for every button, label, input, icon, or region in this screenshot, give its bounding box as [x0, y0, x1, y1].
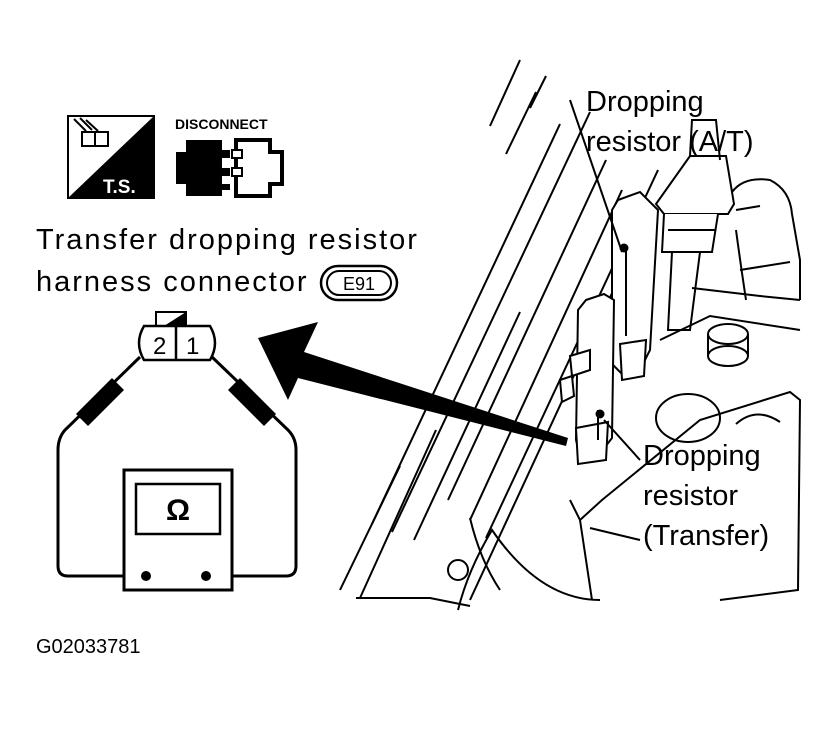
callout-transfer-line1: Dropping: [643, 440, 761, 472]
connector-disconnect-icon: DISCONNECT: [175, 116, 284, 198]
callout-at-line1: Dropping: [586, 86, 704, 118]
ohm-symbol: Ω: [166, 494, 190, 527]
component-drawing: [339, 59, 802, 611]
callout-at-line2: resistor (A/T): [586, 126, 754, 158]
test-leads: [56, 355, 298, 578]
pin-1: 1: [186, 333, 199, 360]
callout-transfer-line3: (Transfer): [643, 520, 769, 552]
connector-code: E91: [343, 274, 375, 294]
pointer-arrow: [258, 322, 568, 446]
terminal-test-icon: T.S.: [67, 115, 155, 199]
pin-2: 2: [153, 333, 166, 360]
disconnect-label: DISCONNECT: [175, 116, 268, 132]
connector-title-line2: harness connector: [36, 266, 309, 298]
probe-right: [228, 378, 276, 426]
ts-label: T.S.: [103, 177, 136, 198]
figure-id: G02033781: [36, 636, 141, 658]
callout-transfer-line2: resistor: [643, 480, 738, 512]
connector-code-badge: E91: [319, 264, 399, 302]
ohmmeter-icon: Ω: [122, 468, 234, 592]
probe-left: [76, 378, 124, 426]
connector-title-line1: Transfer dropping resistor: [36, 224, 419, 256]
harness-connector: 2 1: [137, 311, 217, 362]
